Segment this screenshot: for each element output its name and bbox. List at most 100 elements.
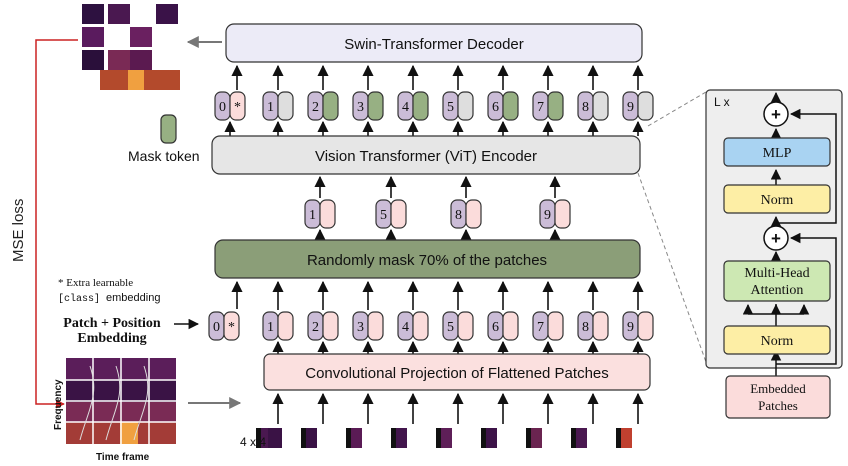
embedded-patches-line1: Embedded (750, 381, 806, 396)
conv-projection-box (263, 353, 651, 391)
mlp-box (723, 137, 831, 167)
mha-label-line1: Multi-Head (744, 266, 809, 281)
decoder-token-4: 4 (397, 91, 429, 121)
token-index-label: 0 (219, 100, 226, 115)
token-embedding-chip (367, 311, 384, 341)
token-embedding-chip (465, 199, 482, 229)
embedded-token-7: 7 (532, 311, 564, 341)
embedded-token-3: 3 (352, 311, 384, 341)
patch-position-title-1: Patch + Position (63, 316, 161, 331)
decoder-label: Swin-Transformer Decoder (344, 36, 524, 53)
token-index-label: 3 (357, 100, 364, 115)
token-index-label: 2 (312, 100, 319, 115)
input-spectrogram (66, 358, 176, 444)
token-index-label: 2 (312, 320, 319, 335)
token-embedding-chip (547, 311, 564, 341)
class-embedding-note: [class] embedding (58, 292, 160, 305)
mha-box (723, 260, 831, 302)
token-index-label: 9 (544, 208, 551, 223)
input-patch-edge-7 (526, 428, 531, 448)
norm-top-box (723, 184, 831, 214)
input-patch-example (268, 428, 282, 448)
encoder-label: Vision Transformer (ViT) Encoder (315, 148, 537, 165)
token-index-label: 8 (582, 320, 589, 335)
token-index-label: 6 (492, 320, 499, 335)
embedded-token-6: 6 (487, 311, 519, 341)
token-embedding-chip (502, 91, 519, 121)
decoder-token-row: 0 * 1 2 3 4 5 6 7 8 9 (214, 64, 654, 136)
norm-top-label: Norm (761, 193, 794, 208)
embedded-token-1: 1 (262, 311, 294, 341)
mse-loss-label: MSE loss (10, 199, 27, 262)
token-embedding-chip (554, 199, 571, 229)
patch-input-row (256, 392, 644, 448)
token-embedding-chip (637, 91, 654, 121)
token-embedding-chip (322, 311, 339, 341)
embedded-token-4: 4 (397, 311, 429, 341)
embedded-class-token: 0* (208, 311, 240, 341)
token-embedding-chip (547, 91, 564, 121)
mask-label: Randomly mask 70% of the patches (307, 252, 547, 269)
block-repeat-label: L x (714, 95, 730, 109)
token-index-label: 7 (537, 100, 544, 115)
token-embedding-chip (457, 91, 474, 121)
token-index-label: 6 (492, 100, 499, 115)
token-embedding-chip (322, 91, 339, 121)
token-embedding-chip (277, 91, 294, 121)
embedded-patches-box (725, 375, 831, 419)
token-index-label: 9 (627, 100, 634, 115)
embedded-token-2: 2 (307, 311, 339, 341)
embedded-patches-line2: Patches (758, 398, 798, 413)
patch-position-title-2: Embedding (77, 331, 146, 346)
class-token-star: * (234, 100, 241, 115)
decoder-token-7: 7 (532, 91, 564, 121)
norm-bottom-label: Norm (761, 334, 794, 349)
token-index-label: 3 (357, 320, 364, 335)
embedded-token-5: 5 (442, 311, 474, 341)
class-token-code: [class] (58, 293, 100, 305)
token-index-label: 7 (537, 320, 544, 335)
input-patch-edge-3 (346, 428, 351, 448)
residual-add-top (763, 101, 789, 127)
mlp-label: MLP (763, 146, 792, 161)
token-index-label: 1 (267, 100, 274, 115)
token-index-label: 8 (455, 208, 462, 223)
decoder-box (225, 23, 643, 63)
token-index-label: 9 (627, 320, 634, 335)
decoder-token-2: 2 (307, 91, 339, 121)
token-index-label: 8 (582, 100, 589, 115)
token-embedding-chip (412, 91, 429, 121)
norm-bottom-box (723, 325, 831, 355)
embedded-token-row: 0* 1 2 3 4 5 6 7 8 9 (208, 280, 654, 354)
input-patch-edge-6 (481, 428, 486, 448)
token-embedding-chip (592, 91, 609, 121)
time-frame-axis-label: Time frame (96, 452, 150, 463)
residual-add-top-symbol: + (771, 105, 781, 124)
decoder-token-3: 3 (352, 91, 384, 121)
embedded-token-9: 9 (622, 311, 654, 341)
transformer-block-detail: L x MLP Norm Multi-Head Attention Norm +… (637, 89, 843, 376)
residual-add-bottom-symbol: + (771, 229, 781, 248)
token-embedding-chip (457, 311, 474, 341)
decoder-token-8: 8 (577, 91, 609, 121)
token-embedding-chip (319, 199, 336, 229)
input-patch-edge-9 (616, 428, 621, 448)
mask-box (214, 239, 641, 279)
decoder-token-1: 1 (262, 91, 294, 121)
token-embedding-chip (592, 311, 609, 341)
mask-token-label: Mask token (128, 148, 200, 164)
residual-add-bottom (763, 225, 789, 251)
input-patch-edge-1 (256, 428, 261, 448)
token-index-label: 4 (402, 320, 409, 335)
encoder-box (211, 135, 641, 175)
embedded-token-8: 8 (577, 311, 609, 341)
embedding-word: embedding (106, 292, 160, 304)
mask-token-legend-swatch (160, 114, 177, 144)
token-index-label: 4 (402, 100, 409, 115)
visible-token-5: 5 (375, 199, 407, 229)
decoder-token-5: 5 (442, 91, 474, 121)
token-embedding-chip (412, 311, 429, 341)
token-index-label: 5 (380, 208, 387, 223)
